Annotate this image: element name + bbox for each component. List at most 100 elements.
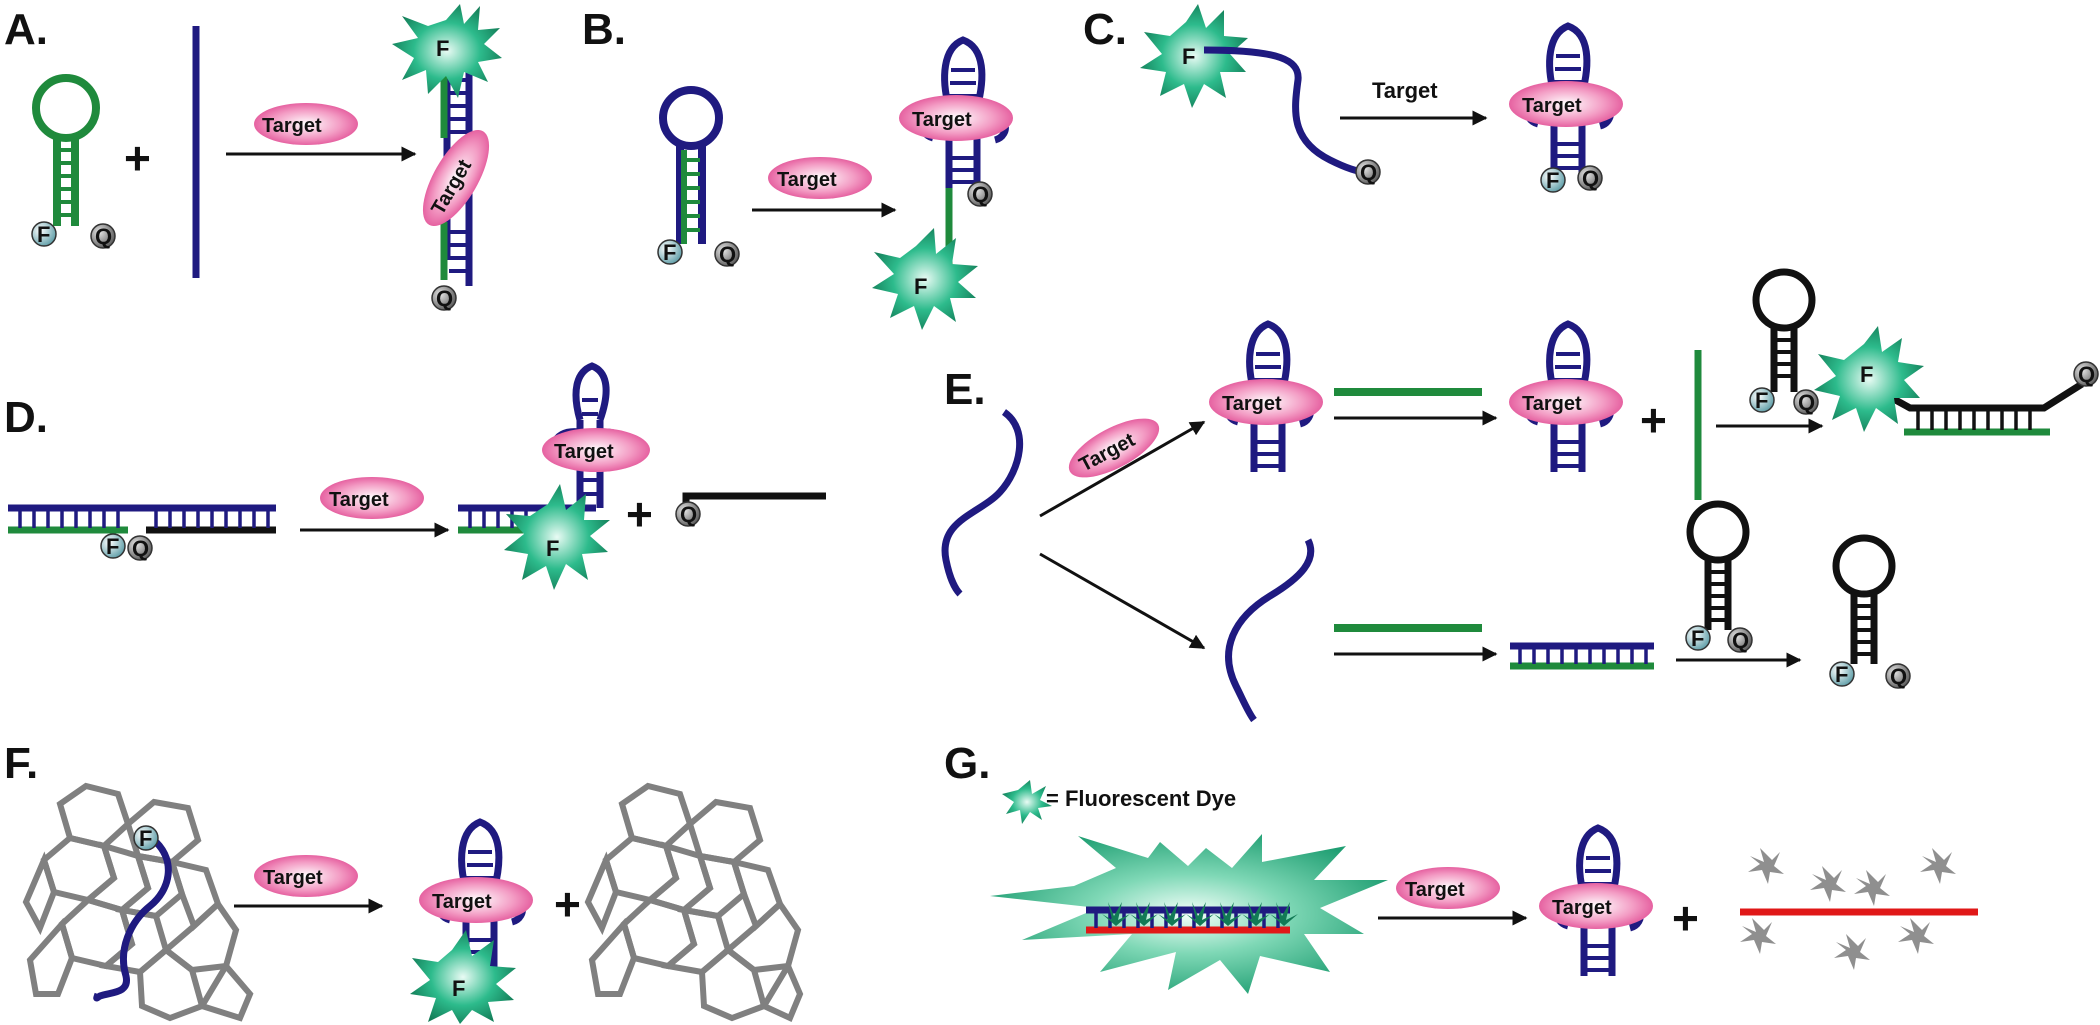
svg-text:F: F [1691,626,1704,651]
svg-text:Q: Q [436,286,453,311]
dye-legend-icon [1002,780,1052,824]
svg-text:F: F [663,240,676,265]
svg-text:Q: Q [1890,664,1907,689]
branch-arrow-up [1039,420,1206,518]
aptamer-target-complex: Target [1509,324,1623,472]
svg-text:Target: Target [1522,95,1582,117]
svg-text:Q: Q [132,536,149,561]
svg-text:Target: Target [554,441,614,463]
opened-hairpin-duplex: F Q [1814,326,2099,436]
svg-text:Q: Q [1798,390,1815,415]
fluorescence-burst [392,4,502,98]
svg-text:F: F [37,222,50,247]
fluorophore-marker [1749,387,1775,413]
closed-hairpin-probe: F Q [1829,534,1911,689]
quencher-marker [2073,361,2099,387]
dye-labeled-duplex [1086,902,1298,934]
quencher-marker [675,501,701,527]
aptamer-strand [93,839,172,1002]
branch-arrow-down [1039,552,1206,650]
svg-text:Q: Q [972,182,989,207]
aptamer-target-complex: Target Q F [872,40,1013,330]
fluorophore-marker [657,239,683,265]
svg-text:F: F [1835,662,1848,687]
quencher-marker [967,181,993,207]
released-quencher-strand: Q [675,492,826,527]
fluorescence-burst [1814,326,1924,432]
panel-a: F Q + Target Target F Q [31,4,502,311]
panel-c: F Q Target Target F Q [1140,4,1623,193]
panel-label-b: B. [582,5,626,54]
svg-text:Q: Q [95,224,112,249]
svg-text:Q: Q [680,502,697,527]
molecular-beacon-green: F Q [31,74,116,249]
svg-text:F: F [1546,168,1559,193]
svg-text:F: F [546,536,559,561]
svg-text:Target: Target [1522,393,1582,415]
aptamer-target-complex: Target [1209,324,1323,472]
aptamer-strand [1225,538,1315,723]
svg-text:F: F [106,534,119,559]
target-label: Target [1372,78,1438,103]
graphene-sheet-right [584,782,804,1023]
panel-g: = Fluorescent Dye Target Target + [990,780,1978,994]
panel-label-d: D. [4,393,48,442]
quencher-marker [127,535,153,561]
target-label: Target [263,867,323,889]
plus-sign: + [124,132,151,184]
panel-label-c: C. [1083,5,1127,54]
aptamer-target-complex: Target F [458,362,650,590]
svg-text:F: F [139,826,152,851]
fluorescence-burst [872,228,978,330]
aptamer-strand [941,409,1024,597]
aptamer-strand [1203,46,1367,176]
svg-text:Q: Q [719,242,736,267]
plus-sign: + [626,488,653,540]
fluorophore-marker [1685,625,1711,651]
fluorophore-marker [1540,167,1566,193]
quencher-marker [1885,663,1911,689]
graphene-sheet-left [22,782,254,1022]
legend-text: = Fluorescent Dye [1046,786,1236,811]
plus-sign: + [1640,394,1667,446]
svg-text:F: F [452,976,465,1001]
panel-d: F Q Target Target F + Q [8,362,826,590]
quencher-marker [1577,165,1603,191]
hybridized-duplex: Target F Q [392,4,502,311]
fluorescence-burst-large [990,834,1388,994]
quencher-marker [714,241,740,267]
svg-text:Target: Target [1222,393,1282,415]
svg-text:F: F [914,274,927,299]
svg-text:Target: Target [912,109,972,131]
panel-label-a: A. [4,5,48,54]
svg-text:F: F [436,36,449,61]
quencher-marker [1727,627,1753,653]
panel-label-e: E. [944,365,986,414]
fluorophore-marker [133,825,159,851]
fluorescence-burst [1140,4,1248,108]
target-label: Target [1405,879,1465,901]
fluorophore-marker [31,221,57,247]
quencher-marker [431,285,457,311]
triple-duplex: F Q [8,504,276,561]
panel-f: F Target F Target + [22,782,804,1024]
quencher-marker [1793,389,1819,415]
svg-text:F: F [1755,388,1768,413]
black-hairpin-probe: F Q [1749,268,1819,415]
fluorophore-marker [1829,661,1855,687]
aptamer-target-complex: F Target [410,822,533,1024]
quencher-marker [1355,159,1381,185]
fluorescence-burst [410,930,516,1024]
svg-text:Q: Q [1732,628,1749,653]
target-label: Target [329,489,389,511]
svg-text:F: F [1860,362,1873,387]
plus-sign: + [1672,892,1699,944]
svg-text:Q: Q [2078,362,2095,387]
panel-b: F Q Target Target Q F [657,40,1013,330]
target-label: Target [777,169,837,191]
fluorophore-label: F [1182,44,1195,69]
fluorescence-burst [504,484,610,590]
target-label: Target [262,115,322,137]
black-hairpin-probe: F Q [1685,500,1753,653]
